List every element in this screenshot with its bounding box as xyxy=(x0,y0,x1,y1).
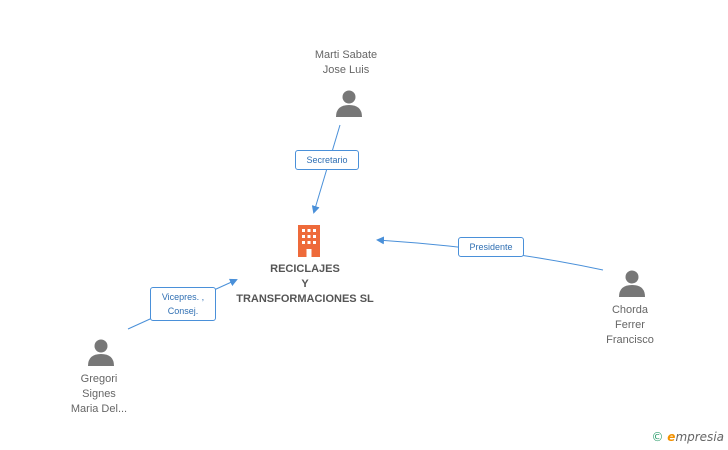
person-icon[interactable] xyxy=(86,337,116,367)
company-name-line: RECICLAJES xyxy=(270,263,340,275)
brand-logo-text: mpresia xyxy=(675,430,724,444)
person-name-line: Gregori xyxy=(80,373,118,385)
person-icon[interactable] xyxy=(334,88,364,118)
brand-logo-initial: e xyxy=(667,430,676,444)
person-name-line: Maria Del... xyxy=(70,403,128,415)
person-name-line: Signes xyxy=(82,388,116,400)
person-icon[interactable] xyxy=(617,268,647,298)
company-name-line: TRANSFORMACIONES SL xyxy=(236,293,374,305)
person-name-line: Jose Luis xyxy=(322,64,370,76)
person-name-line: Marti Sabate xyxy=(314,49,378,61)
role-line: Consej. xyxy=(167,306,199,316)
building-icon[interactable] xyxy=(294,223,324,257)
copyright-icon: © xyxy=(651,430,664,444)
company-name-line: Y xyxy=(301,278,309,290)
person-name-gregori[interactable]: Gregori Signes Maria Del... xyxy=(29,372,169,417)
person-name-line: Ferrer xyxy=(615,319,645,331)
person-name-line: Chorda xyxy=(611,304,649,316)
person-name-marti[interactable]: Marti Sabate Jose Luis xyxy=(276,48,416,78)
company-name[interactable]: RECICLAJES Y TRANSFORMACIONES SL xyxy=(195,262,415,307)
role-badge-presidente[interactable]: Presidente xyxy=(458,237,524,257)
person-name-chorda[interactable]: Chorda Ferrer Francisco xyxy=(560,303,700,348)
role-line: Vicepres. , xyxy=(161,292,205,302)
brand-logo[interactable]: © empresia xyxy=(651,430,724,444)
role-badge-vicepresidente[interactable]: Vicepres. , Consej. xyxy=(150,287,216,321)
role-badge-secretario[interactable]: Secretario xyxy=(295,150,359,170)
person-name-line: Francisco xyxy=(606,334,654,346)
